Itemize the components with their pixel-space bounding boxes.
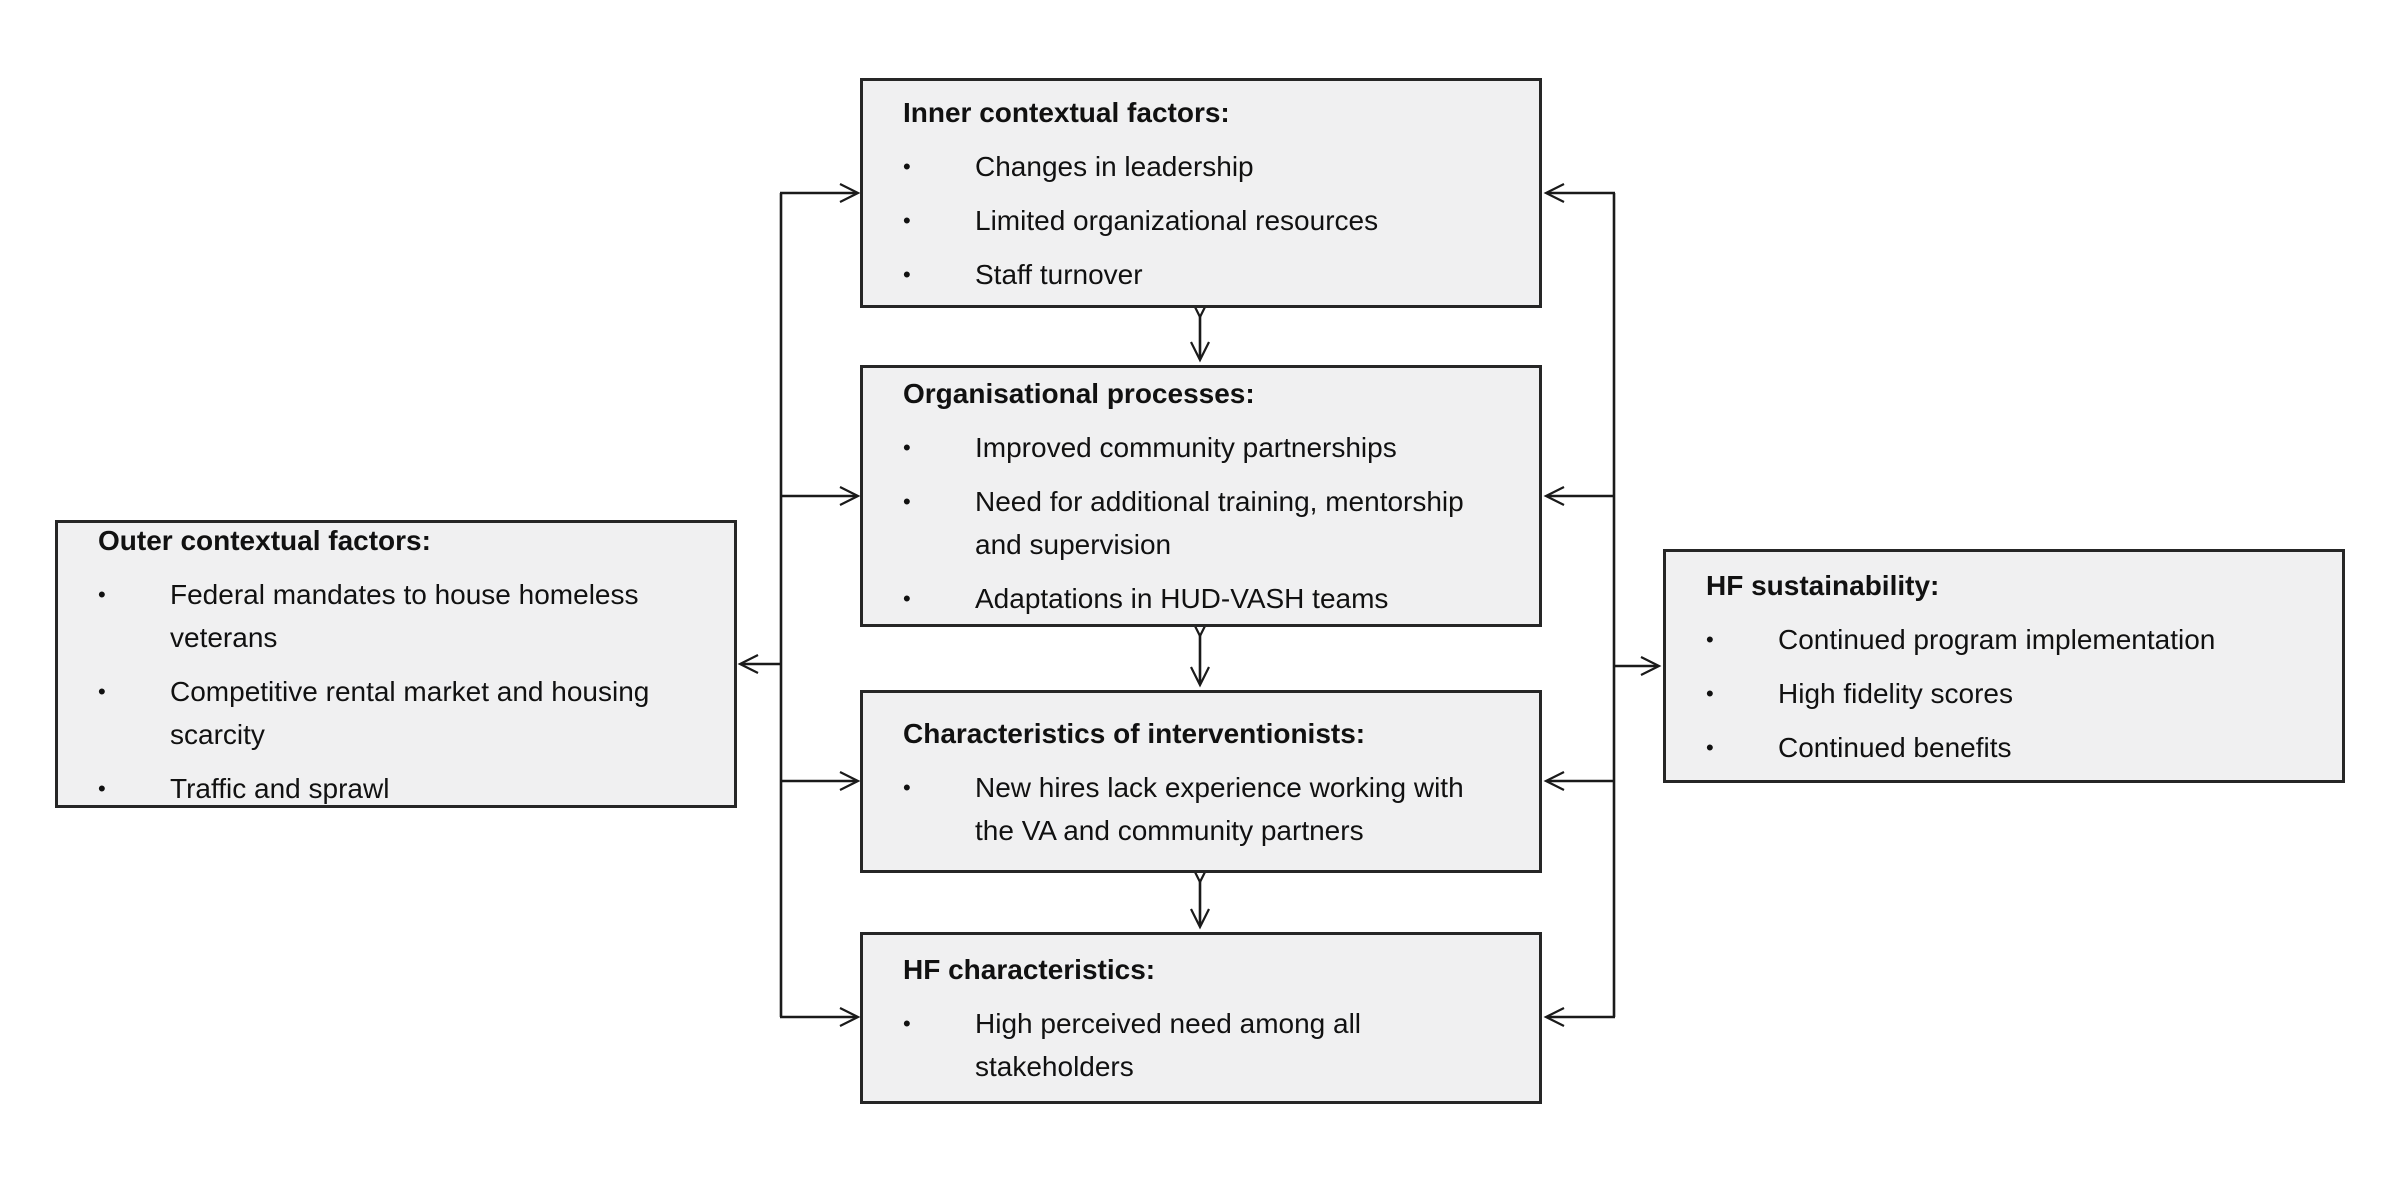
- bullet-text: Traffic and sprawl: [170, 772, 390, 804]
- bullet-list: • High perceived need among all stakehol…: [903, 991, 1499, 1088]
- bullet-list: • New hires lack experience working with…: [903, 755, 1499, 852]
- bullet-item: • Continued program implementation: [1706, 618, 2302, 661]
- box-hf-sustainability: HF sustainability: • Continued program i…: [1663, 549, 2345, 783]
- bullet-item: • Limited organizational resources: [903, 199, 1499, 242]
- box-characteristics-of-interventionists: Characteristics of interventionists: • N…: [860, 690, 1542, 873]
- bullet-list: • Continued program implementation • Hig…: [1706, 607, 2302, 769]
- bullet-item: • Adaptations in HUD-VASH teams: [903, 577, 1499, 620]
- bullet-item: • Federal mandates to house homeless vet…: [98, 573, 694, 659]
- box-title: HF sustainability:: [1706, 569, 1940, 601]
- box-title: Organisational processes:: [903, 378, 1255, 409]
- bullet-list: • Improved community partnerships • Need…: [903, 415, 1499, 620]
- bullet-dot: •: [1706, 680, 1714, 706]
- bullet-item: • Traffic and sprawl: [98, 767, 694, 810]
- bullet-text: Improved community partnerships: [975, 432, 1397, 463]
- bullet-list: • Changes in leadership • Limited organi…: [903, 134, 1499, 296]
- box-title: Inner contextual factors:: [903, 96, 1230, 128]
- box-title: Outer contextual factors:: [98, 524, 431, 556]
- bullet-text: Need for additional training, mentorship…: [975, 486, 1464, 560]
- bullet-text: Continued benefits: [1778, 731, 2012, 763]
- bullet-dot: •: [98, 678, 106, 704]
- bullet-dot: •: [903, 489, 911, 514]
- bullet-text: New hires lack experience working with t…: [975, 771, 1464, 846]
- box-title: HF characteristics:: [903, 954, 1156, 985]
- bullet-item: • Continued benefits: [1706, 726, 2302, 769]
- bullet-dot: •: [903, 261, 911, 287]
- bullet-text: Adaptations in HUD-VASH teams: [975, 583, 1389, 614]
- bullet-dot: •: [903, 435, 911, 460]
- box-hf-characteristics: HF characteristics: • High perceived nee…: [860, 932, 1542, 1104]
- bullet-item: • Staff turnover: [903, 253, 1499, 296]
- bullet-text: Staff turnover: [975, 258, 1143, 290]
- bullet-text: High perceived need among all stakeholde…: [975, 1008, 1362, 1082]
- bullet-list: • Federal mandates to house homeless vet…: [98, 562, 694, 810]
- bullet-dot: •: [903, 153, 911, 179]
- box-outer-contextual-factors: Outer contextual factors: • Federal mand…: [55, 520, 737, 808]
- bullet-dot: •: [903, 586, 911, 611]
- bullet-dot: •: [1706, 734, 1714, 760]
- bullet-text: Continued program implementation: [1778, 623, 2216, 655]
- bullet-text: Limited organizational resources: [975, 204, 1379, 236]
- bullet-item: • High fidelity scores: [1706, 672, 2302, 715]
- bullet-item: • New hires lack experience working with…: [903, 766, 1499, 852]
- bullet-dot: •: [98, 775, 106, 801]
- bullet-text: Changes in leadership: [975, 150, 1254, 182]
- bullet-item: • Competitive rental market and housing …: [98, 670, 694, 756]
- bullet-item: • High perceived need among all stakehol…: [903, 1002, 1499, 1088]
- bullet-item: • Need for additional training, mentorsh…: [903, 480, 1499, 566]
- bullet-text: Competitive rental market and housing sc…: [170, 675, 650, 750]
- bullet-dot: •: [1706, 626, 1714, 652]
- bullet-text: High fidelity scores: [1778, 677, 2013, 709]
- bullet-dot: •: [903, 207, 911, 233]
- bullet-text: Federal mandates to house homeless veter…: [170, 578, 639, 653]
- box-inner-contextual-factors: Inner contextual factors: • Changes in l…: [860, 78, 1542, 308]
- box-title: Characteristics of interventionists:: [903, 717, 1366, 749]
- bullet-item: • Changes in leadership: [903, 145, 1499, 188]
- box-organisational-processes: Organisational processes: • Improved com…: [860, 365, 1542, 627]
- bullet-dot: •: [903, 774, 911, 800]
- bullet-dot: •: [98, 581, 106, 607]
- bullet-item: • Improved community partnerships: [903, 426, 1499, 469]
- bullet-dot: •: [903, 1011, 911, 1036]
